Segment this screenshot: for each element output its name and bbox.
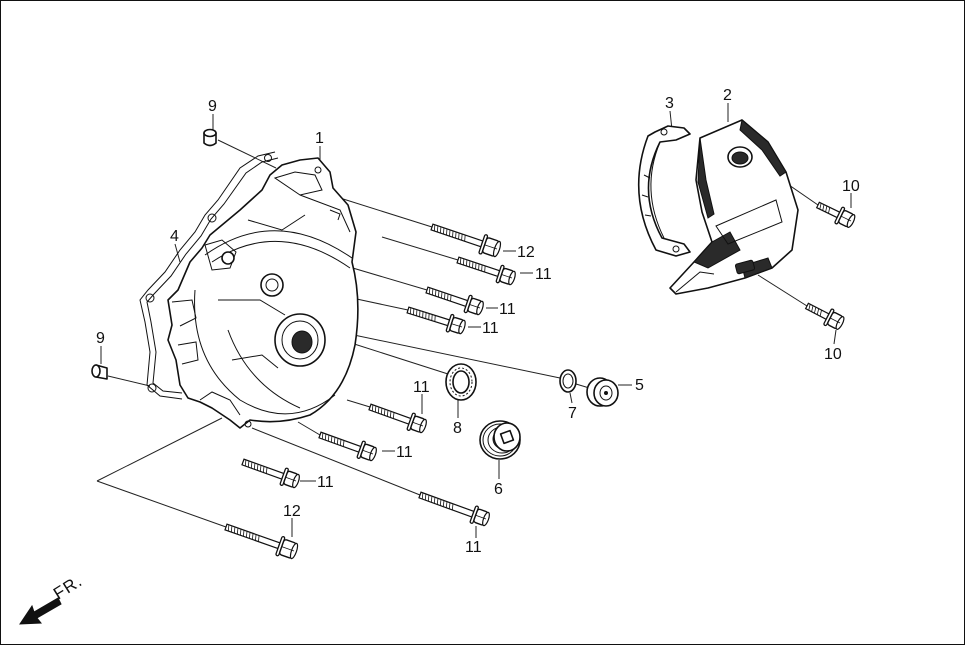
callout-filler-plug: 6 [494, 481, 503, 498]
callout-bolt-c: 11 [482, 320, 499, 337]
callout-bolt-e: 11 [396, 444, 413, 461]
callout-bolt-f: 11 [317, 474, 334, 491]
flange-bolt-top [430, 223, 502, 258]
bolt-bottom-right [804, 302, 845, 330]
bolt-c [406, 306, 466, 335]
bolt-top-right [815, 201, 856, 228]
crankcase-cover [167, 157, 359, 429]
bolt-g [418, 491, 490, 527]
callouts: 9 1 3 2 10 4 12 11 11 11 9 10 5 11 7 8 1… [96, 87, 860, 556]
callout-bolt-bottom-right: 10 [824, 346, 842, 363]
bolt-b-threads [428, 287, 452, 302]
bracket [637, 125, 691, 257]
filler-plug [479, 420, 521, 460]
bolt-e [318, 431, 377, 462]
bolt-a [456, 256, 516, 286]
bolt-e-threads [321, 432, 345, 447]
bolt-g-threads [421, 492, 454, 510]
callout-o-ring-large: 8 [453, 420, 462, 437]
bolt-bottom-right-threads [808, 304, 822, 317]
dowel-pin-top [203, 128, 217, 147]
callout-bolt-d: 11 [413, 379, 430, 396]
bolt-d-threads [371, 404, 395, 419]
bolt-a-threads [459, 257, 486, 273]
callout-flange-bolt-top: 12 [517, 244, 535, 261]
bolt-top-right-threads [819, 203, 831, 214]
callout-dowel-pin-top: 9 [208, 98, 217, 115]
flange-bolt-bottom-threads [227, 524, 260, 542]
o-ring-small [559, 369, 577, 393]
callout-crankcase-cover: 1 [315, 130, 324, 147]
callout-bolt-b: 11 [499, 301, 516, 318]
flange-bolt-bottom [224, 523, 299, 560]
callout-plug-cap: 5 [635, 377, 644, 394]
callout-bolt-top-right: 10 [842, 178, 860, 195]
leader-lines [96, 103, 852, 538]
bolt-c-threads [410, 307, 436, 322]
front-arrow-icon [19, 597, 62, 625]
callout-gasket: 4 [170, 228, 179, 245]
callout-o-ring-small: 7 [568, 405, 577, 422]
bolt-d [368, 403, 427, 434]
callout-dowel-pin-left: 9 [96, 330, 105, 347]
sprocket-cover [669, 119, 799, 295]
bolt-f [241, 458, 300, 489]
bolt-b [425, 286, 484, 316]
gasket [139, 151, 279, 400]
callout-bolt-a: 11 [535, 266, 552, 283]
flange-bolt-top-threads [433, 224, 466, 242]
callout-flange-bolt-bottom: 12 [283, 503, 301, 520]
o-ring-large [445, 363, 477, 401]
plug-cap [586, 377, 619, 407]
bolt-f-threads [244, 459, 268, 474]
callout-sprocket-cover: 2 [723, 87, 732, 104]
dowel-pin-left [91, 364, 108, 380]
callout-bolt-g: 11 [465, 539, 482, 556]
callout-bracket: 3 [665, 95, 674, 112]
bolts [224, 201, 856, 560]
